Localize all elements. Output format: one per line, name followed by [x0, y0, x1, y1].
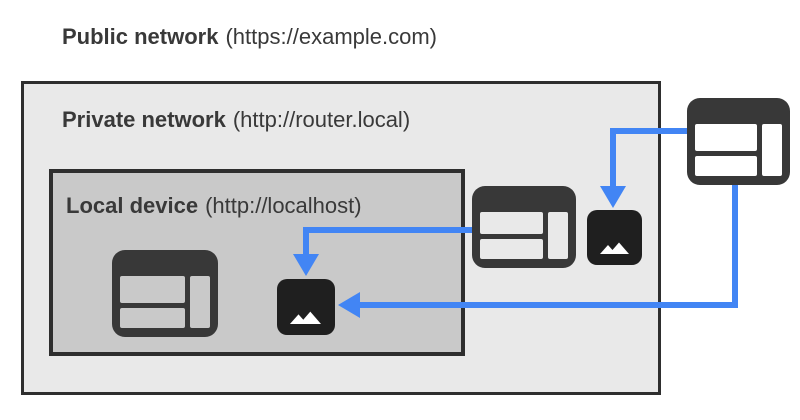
mountain-glyph: [289, 311, 321, 324]
public-network-browser-window-icon: [687, 98, 790, 185]
browser-pane-lower: [695, 156, 757, 176]
browser-pane-side: [190, 276, 210, 328]
public-network-name: Public network: [62, 24, 219, 49]
browser-pane-lower: [480, 239, 543, 259]
private-network-url: (http://router.local): [232, 107, 411, 132]
request-arrowhead-down-icon: [293, 254, 319, 276]
local-device-browser-window-icon: [112, 250, 218, 337]
request-arrow-private-to-local-vertical: [303, 227, 309, 256]
private-network-browser-window-icon: [472, 186, 576, 268]
private-network-image-icon: [587, 210, 642, 265]
browser-panes: [480, 212, 568, 259]
request-arrow-private-to-local-horizontal: [303, 227, 475, 233]
local-device-image-icon: [277, 279, 335, 335]
request-arrow-public-to-private-horizontal: [610, 128, 690, 134]
request-arrow-public-to-local-vertical: [732, 183, 738, 308]
request-arrowhead-down-icon: [600, 186, 626, 208]
browser-pane-side: [548, 212, 568, 259]
public-network-url: (https://example.com): [225, 24, 437, 49]
mountain-glyph: [599, 242, 629, 254]
private-network-label: Private network(http://router.local): [62, 108, 410, 131]
browser-pane-main: [695, 124, 757, 151]
browser-pane-main: [480, 212, 543, 234]
local-device-name: Local device: [66, 193, 199, 218]
public-network-label: Public network(https://example.com): [62, 25, 437, 48]
browser-panes: [120, 276, 210, 328]
local-device-label: Local device(http://localhost): [66, 194, 362, 217]
browser-pane-lower: [120, 308, 185, 328]
request-arrowhead-left-icon: [338, 292, 360, 318]
request-arrow-public-to-private-vertical: [610, 128, 616, 186]
browser-pane-side: [762, 124, 782, 176]
local-device-url: (http://localhost): [205, 193, 362, 218]
browser-panes: [695, 124, 782, 176]
request-arrow-public-to-local-horizontal: [360, 302, 738, 308]
private-network-name: Private network: [62, 107, 226, 132]
browser-pane-main: [120, 276, 185, 303]
